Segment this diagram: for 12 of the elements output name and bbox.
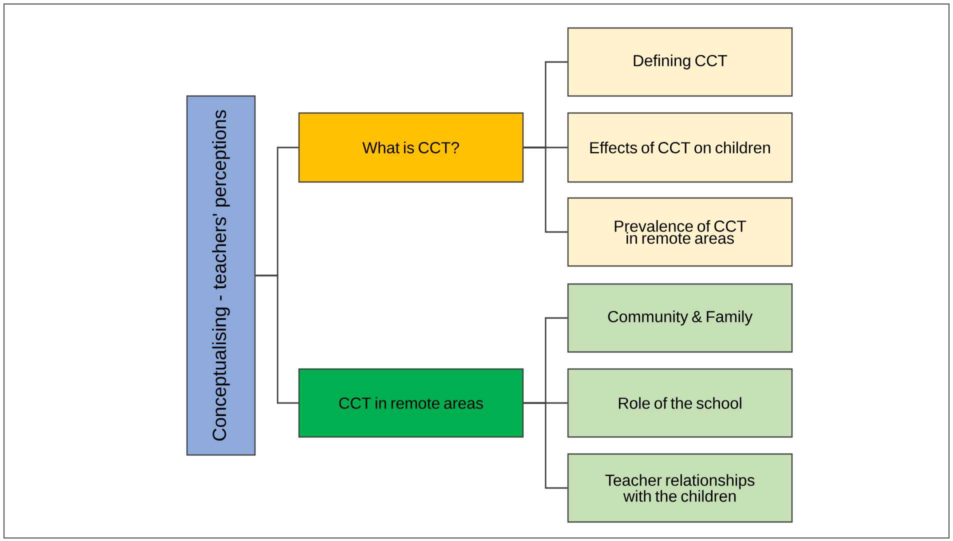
connector-line <box>524 146 568 233</box>
category-box: What is CCT? <box>298 112 524 183</box>
connector-line <box>256 274 298 404</box>
connector-line <box>524 402 568 489</box>
subtopic-box: Effects of CCT on children <box>567 112 793 183</box>
topic-box: Conceptualising - teachers' perceptions <box>186 95 256 456</box>
subtopic-box: Teacher relationships with the children <box>567 453 793 523</box>
subtopic-box: Defining CCT <box>567 27 793 97</box>
subtopic-box: Community & Family <box>567 283 793 353</box>
subtopic-box: Prevalence of CCT in remote areas <box>567 197 793 267</box>
category-box: CCT in remote areas <box>298 368 524 438</box>
subtopic-box: Role of the school <box>567 368 793 438</box>
